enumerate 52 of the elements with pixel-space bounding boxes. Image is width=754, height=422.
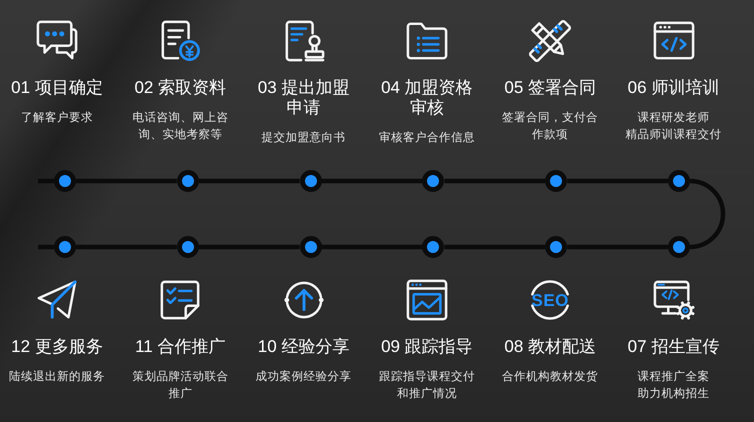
step-description: 策划品牌活动联合推广 <box>132 370 228 402</box>
timeline-dot <box>300 236 322 258</box>
timeline-line <box>567 178 668 184</box>
timeline-line <box>322 244 422 250</box>
timeline-line <box>322 178 422 184</box>
step-title: 02 索取资料 <box>134 78 226 98</box>
icon-text: SEO <box>531 292 569 310</box>
timeline-dot <box>54 236 76 258</box>
timeline-line <box>38 244 54 250</box>
step-description: 审核客户合作信息 <box>378 130 475 146</box>
timeline-line <box>690 178 726 250</box>
timeline-dot <box>300 170 322 192</box>
timeline-dot <box>545 170 568 192</box>
timeline-line <box>444 178 546 184</box>
step-title: 08 教材配送 <box>504 337 596 357</box>
step-description: 签署合同，支付合作款项 <box>502 110 598 143</box>
step-description: 课程推广全案 <box>638 369 710 385</box>
timeline-line <box>444 244 546 250</box>
step-title: 11 合作推广 <box>135 337 226 357</box>
step-title: 09 跟踪指导 <box>381 337 473 357</box>
step-description: 电话咨询、网上咨询、实地考察等 <box>132 110 228 143</box>
timeline-line <box>567 244 668 250</box>
timeline-dot <box>176 236 199 258</box>
step-description: 跟踪指导课程交付和推广情况 <box>378 369 475 402</box>
timeline-dot <box>668 236 690 258</box>
step-title: 07 招生宣传 <box>628 337 720 357</box>
step-title: 01 项目确定 <box>11 78 103 98</box>
timeline-line <box>38 178 54 184</box>
timeline-line <box>198 178 300 184</box>
step-description: 课程研发老师 <box>638 110 710 126</box>
step-title: 04 加盟资格审核 <box>380 78 474 118</box>
timeline-line <box>198 244 300 250</box>
step-description: 陆续退出新的服务 <box>9 369 105 385</box>
step-title: 12 更多服务 <box>11 337 103 357</box>
timeline-dot <box>668 170 690 192</box>
step-description: 成功案例经验分享 <box>256 369 352 385</box>
timeline-dot <box>54 170 76 192</box>
timeline-dot <box>545 236 568 258</box>
step-description: 了解客户要求 <box>21 110 93 126</box>
timeline-line <box>76 178 177 184</box>
step-title: 05 签署合同 <box>504 78 596 98</box>
step-description: 合作机构教材发货 <box>502 370 598 385</box>
step-description: 提交加盟意向书 <box>262 130 346 146</box>
timeline-line <box>76 244 177 250</box>
timeline-dot <box>422 170 444 192</box>
step-title: 06 师训培训 <box>628 78 720 98</box>
timeline-dot <box>422 236 444 258</box>
step-title: 10 经验分享 <box>258 337 350 357</box>
step-description: 精品师训课程交付 <box>626 127 722 143</box>
timeline-dot <box>176 170 199 192</box>
step-description: 助力机构招生 <box>638 386 710 402</box>
step-title: 03 提出加盟申请 <box>256 78 350 118</box>
